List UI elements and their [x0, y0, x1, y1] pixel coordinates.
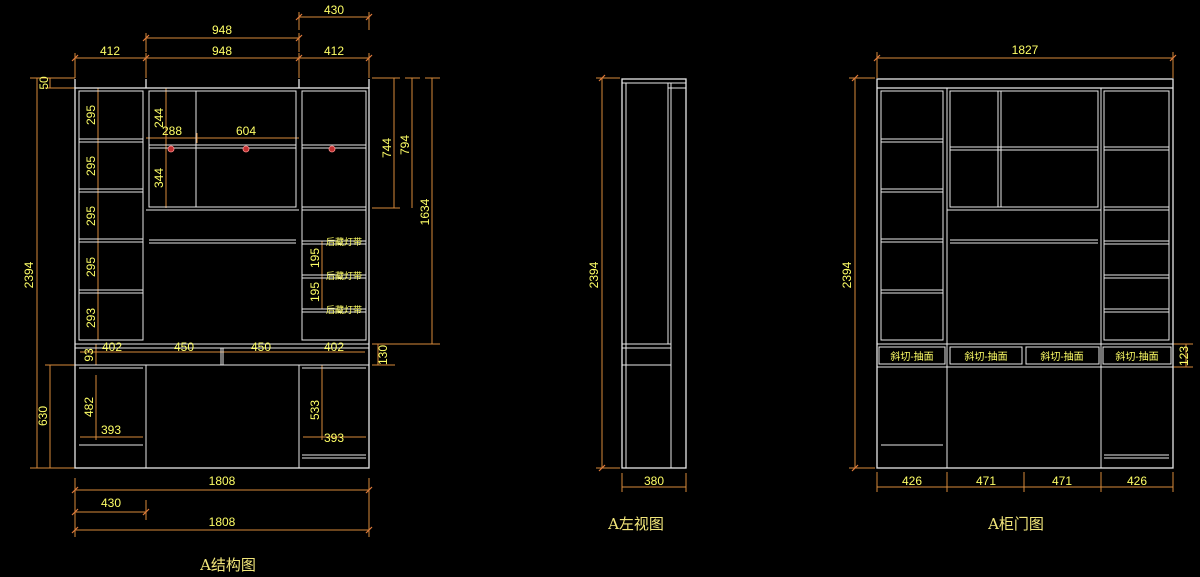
left-view-dimension-lines — [596, 77, 687, 492]
dim-text: 412 — [324, 44, 344, 58]
dim-text: 426 — [1127, 474, 1147, 488]
dim-text: 195 — [308, 282, 322, 302]
knob-marker — [242, 145, 250, 153]
dim-text: 471 — [1052, 474, 1072, 488]
dim-text: 533 — [308, 400, 322, 420]
dim-text: 130 — [376, 345, 390, 365]
dim-text: 471 — [976, 474, 996, 488]
door-view-cabinet — [876, 78, 1174, 469]
dim-text: 123 — [1177, 346, 1191, 366]
light-strip-note: 后藏灯带 — [326, 270, 362, 282]
dim-text: 450 — [251, 340, 271, 354]
dim-text: 393 — [324, 431, 344, 445]
dim-text: 426 — [902, 474, 922, 488]
dim-text: 295 — [84, 105, 98, 125]
dim-text: 402 — [102, 340, 122, 354]
dim-text: 344 — [152, 168, 166, 188]
structure-top-dimension-lines — [30, 12, 440, 537]
light-strip-note: 后藏灯带 — [326, 304, 362, 316]
dim-text: 948 — [212, 44, 232, 58]
dim-text: 244 — [152, 108, 166, 128]
dim-text: 288 — [162, 124, 182, 138]
left-view-title: A左视图 — [607, 515, 664, 533]
structure-dimension-ticks — [71, 13, 373, 534]
dim-text: 412 — [100, 44, 120, 58]
dim-text: 295 — [84, 257, 98, 277]
dim-text: 948 — [212, 23, 232, 37]
dim-text: 295 — [84, 156, 98, 176]
dim-text: 2394 — [840, 261, 854, 288]
knob-marker — [167, 145, 175, 153]
structure-cabinet — [74, 79, 370, 469]
door-view: 1827 2394 123 斜切-抽面 斜切-抽面 斜切-抽面 斜切-抽面 42… — [840, 43, 1193, 533]
drawer-face-label: 斜切-抽面 — [964, 350, 1007, 363]
dim-text: 1808 — [209, 515, 236, 529]
left-view-cabinet — [621, 78, 687, 469]
dim-text: 1827 — [1012, 43, 1039, 57]
dim-text: 195 — [308, 248, 322, 268]
dim-text: 430 — [101, 496, 121, 510]
dim-text: 293 — [84, 308, 98, 328]
dim-text: 2394 — [22, 261, 36, 288]
door-view-title: A柜门图 — [987, 515, 1044, 533]
dim-text: 380 — [644, 474, 664, 488]
knob-marker — [328, 145, 336, 153]
dim-text: 744 — [380, 138, 394, 158]
dim-text: 295 — [84, 206, 98, 226]
dim-text: 393 — [101, 423, 121, 437]
door-view-dimension-lines — [849, 52, 1193, 492]
dim-text: 604 — [236, 124, 256, 138]
left-view: 2394 380 A左视图 — [587, 74, 687, 533]
dim-text: 630 — [36, 406, 50, 426]
drawer-face-label: 斜切-抽面 — [1040, 350, 1083, 363]
dim-text: 450 — [174, 340, 194, 354]
dim-text: 1808 — [209, 474, 236, 488]
dim-text: 794 — [398, 135, 412, 155]
structure-view-title: A结构图 — [199, 556, 256, 574]
drawer-face-label: 斜切-抽面 — [1115, 350, 1158, 363]
dim-text: 482 — [82, 397, 96, 417]
dim-text: 50 — [37, 76, 51, 90]
structure-view: 430 948 412 948 412 50 295 295 295 295 2… — [22, 3, 440, 574]
drawer-face-label: 斜切-抽面 — [890, 350, 933, 363]
light-strip-note: 后藏灯带 — [326, 236, 362, 248]
dim-text: 1634 — [418, 198, 432, 225]
dim-text: 2394 — [587, 261, 601, 288]
dim-text: 430 — [324, 3, 344, 17]
dim-text: 402 — [324, 340, 344, 354]
dim-text: 93 — [82, 348, 96, 362]
